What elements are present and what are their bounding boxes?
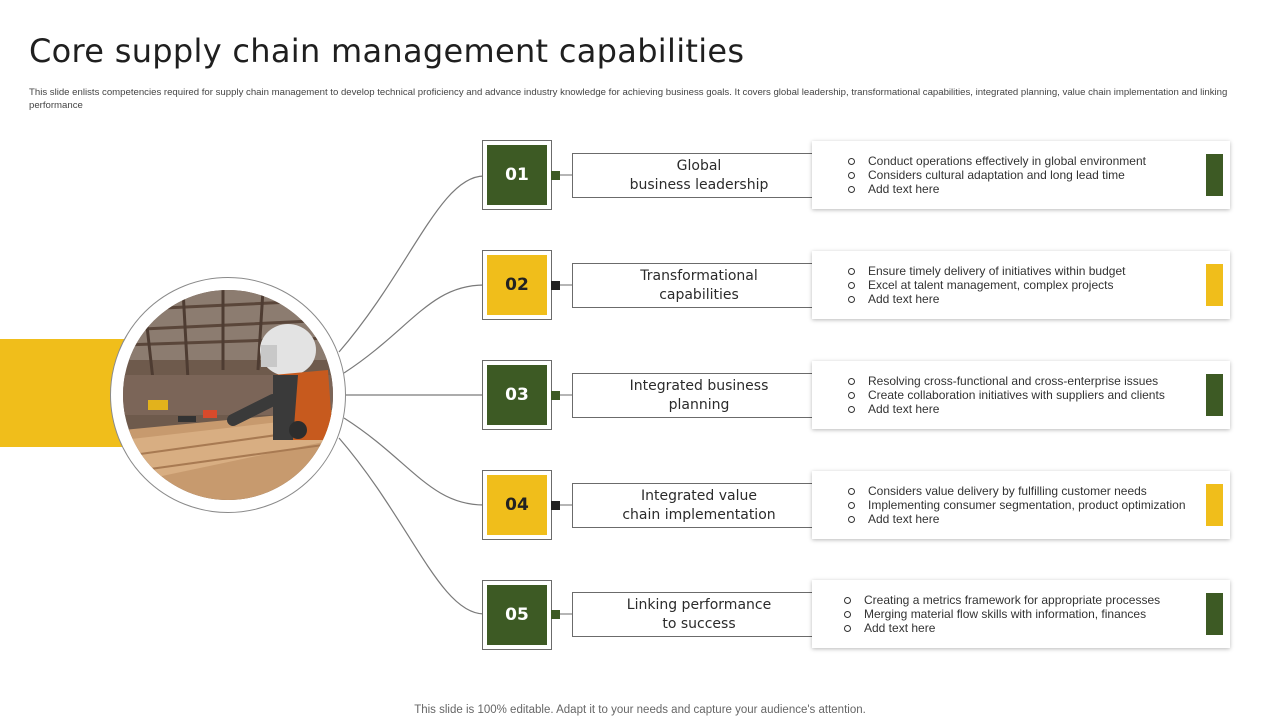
step-number-04-text: 04 [487, 475, 547, 535]
step-number-02-text: 02 [487, 255, 547, 315]
bullet-item: Add text here [848, 182, 1146, 196]
connector-nub-05 [551, 610, 560, 619]
capability-label-02: Transformational capabilities [572, 263, 826, 308]
bullet-item: Add text here [848, 402, 1165, 416]
accent-bar-04 [1206, 484, 1223, 526]
capability-label-04: Integrated value chain implementation [572, 483, 826, 528]
bullet-item: Conduct operations effectively in global… [848, 154, 1146, 168]
bullet-item: Add text here [844, 621, 1160, 635]
worker-photo [123, 290, 333, 500]
bullet-item: Ensure timely delivery of initiatives wi… [848, 264, 1125, 278]
step-number-05-text: 05 [487, 585, 547, 645]
step-number-04: 04 [482, 470, 552, 540]
bullet-list-03: Resolving cross-functional and cross-ent… [848, 374, 1165, 416]
bullet-item: Merging material flow skills with inform… [844, 607, 1160, 621]
bullet-item: Excel at talent management, complex proj… [848, 278, 1125, 292]
bullet-list-04: Considers value delivery by fulfilling c… [848, 484, 1186, 526]
connector-line-2 [343, 284, 485, 374]
capability-label-03-text: Integrated business planning [629, 377, 769, 413]
accent-bar-05 [1206, 593, 1223, 635]
capability-label-01: Global business leadership [572, 153, 826, 198]
capability-label-05: Linking performance to success [572, 592, 826, 637]
capability-label-04-text: Integrated value chain implementation [622, 487, 776, 523]
bullet-list-01: Conduct operations effectively in global… [848, 154, 1146, 196]
connector-nub-01 [551, 171, 560, 180]
accent-bar-01 [1206, 154, 1223, 196]
step-number-01-text: 01 [487, 145, 547, 205]
bullet-item: Considers cultural adaptation and long l… [848, 168, 1146, 182]
bullet-item: Considers value delivery by fulfilling c… [848, 484, 1186, 498]
connector-nub-04 [551, 501, 560, 510]
capability-label-01-text: Global business leadership [629, 157, 769, 193]
accent-bar-03 [1206, 374, 1223, 416]
connector-nub-03 [551, 391, 560, 400]
step-number-02: 02 [482, 250, 552, 320]
bullet-item: Create collaboration initiatives with su… [848, 388, 1165, 402]
page-subtitle: This slide enlists competencies required… [29, 87, 1228, 111]
capability-label-05-text: Linking performance to success [626, 596, 772, 632]
step-number-01: 01 [482, 140, 552, 210]
connector-line-1 [338, 175, 485, 353]
connector-line-4 [343, 417, 485, 506]
footer-note: This slide is 100% editable. Adapt it to… [414, 704, 866, 716]
bullet-list-02: Ensure timely delivery of initiatives wi… [848, 264, 1125, 306]
bullet-item: Creating a metrics framework for appropr… [844, 593, 1160, 607]
connector-nub-02 [551, 281, 560, 290]
bullet-list-05: Creating a metrics framework for appropr… [844, 593, 1160, 635]
accent-bar-02 [1206, 264, 1223, 306]
capability-details-02: Ensure timely delivery of initiatives wi… [812, 251, 1230, 319]
yellow-accent-band [0, 339, 130, 447]
bullet-item: Add text here [848, 292, 1125, 306]
bullet-item: Resolving cross-functional and cross-ent… [848, 374, 1165, 388]
capability-details-01: Conduct operations effectively in global… [812, 141, 1230, 209]
bullet-item: Add text here [848, 512, 1186, 526]
page-title: Core supply chain management capabilitie… [29, 32, 745, 70]
step-number-03-text: 03 [487, 365, 547, 425]
capability-details-04: Considers value delivery by fulfilling c… [812, 471, 1230, 539]
step-number-05: 05 [482, 580, 552, 650]
connector-line-5 [338, 437, 485, 615]
capability-details-05: Creating a metrics framework for appropr… [812, 580, 1230, 648]
bullet-item: Implementing consumer segmentation, prod… [848, 498, 1186, 512]
capability-label-03: Integrated business planning [572, 373, 826, 418]
capability-details-03: Resolving cross-functional and cross-ent… [812, 361, 1230, 429]
step-number-03: 03 [482, 360, 552, 430]
capability-label-02-text: Transformational capabilities [640, 267, 758, 303]
